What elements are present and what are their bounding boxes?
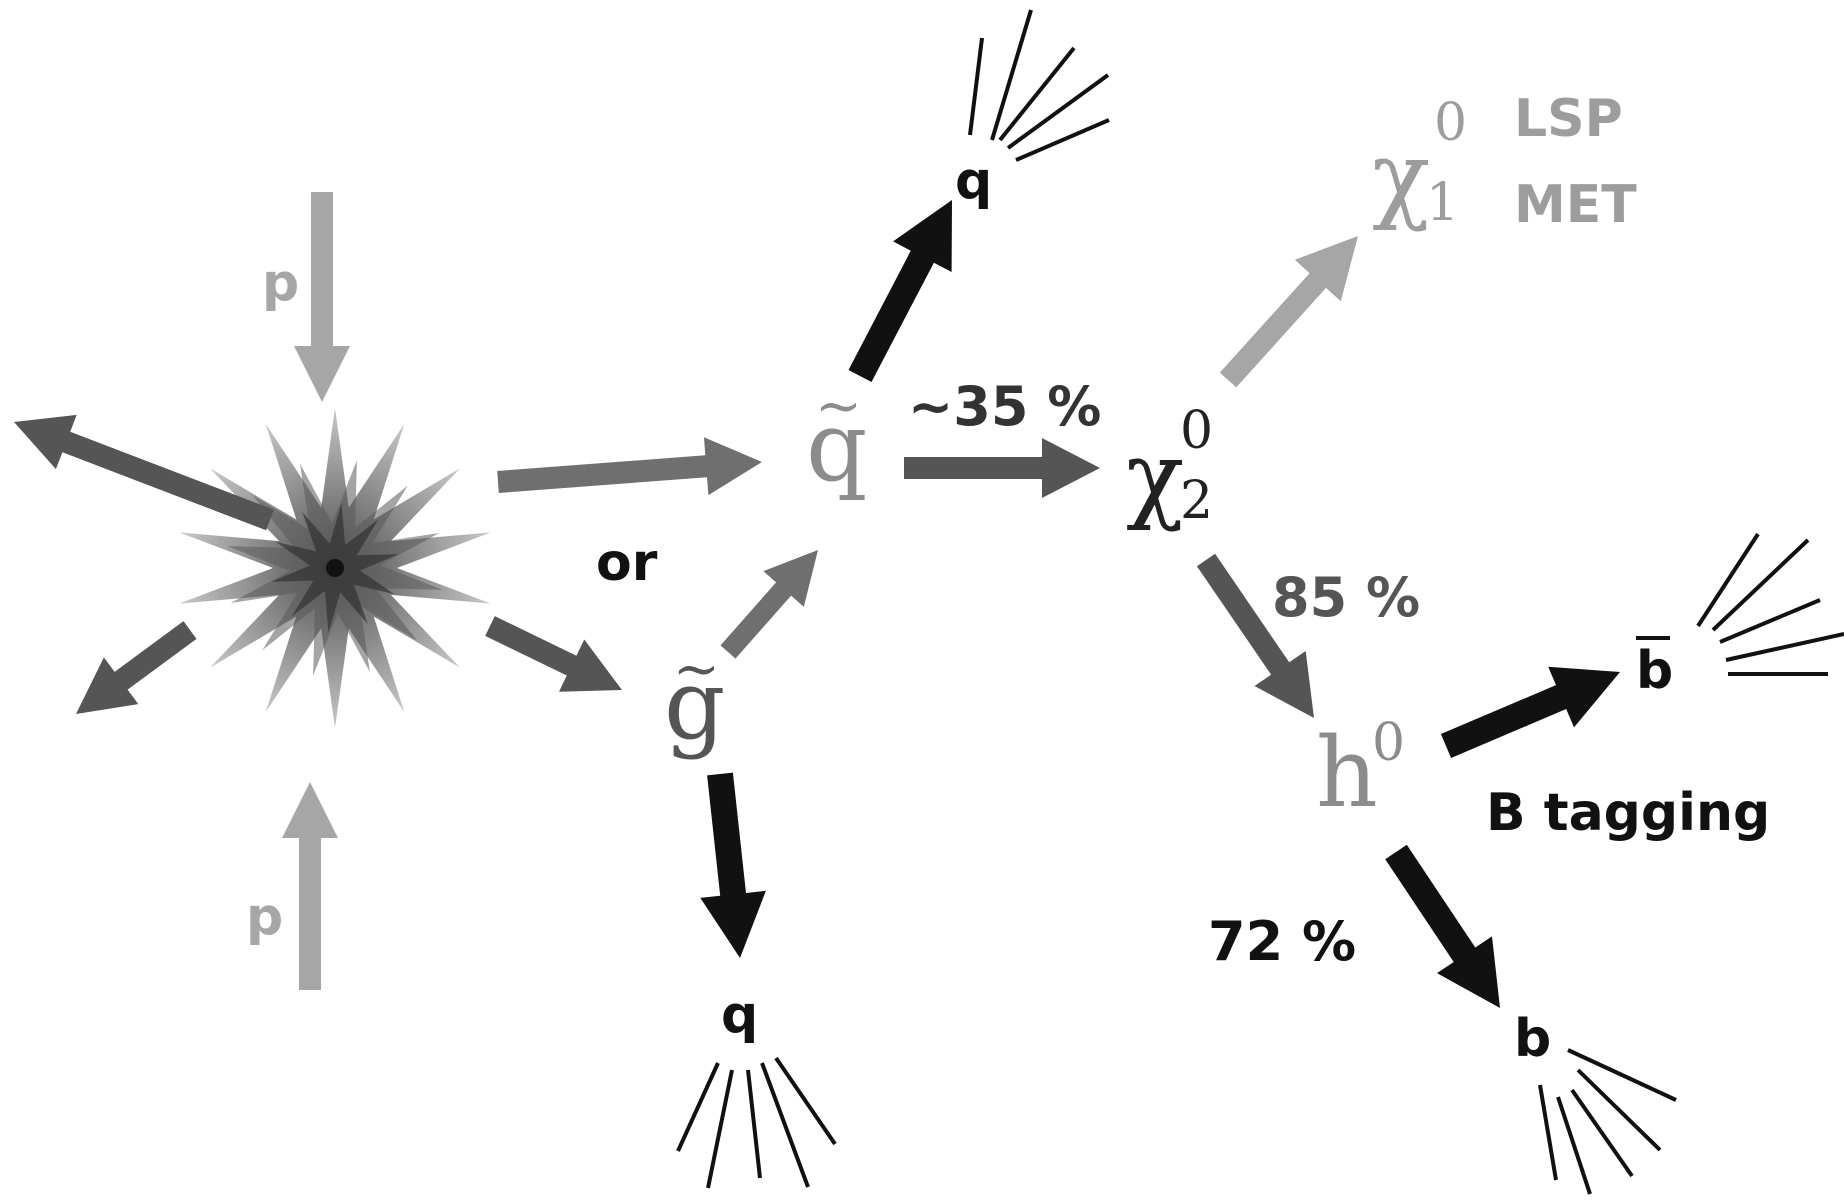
jet-top-quark [968, 9, 1110, 162]
arrow-squark-chi2 [904, 438, 1100, 498]
jet-bbar [1696, 532, 1844, 676]
quark-top-label: q [955, 151, 992, 211]
higgs-sup: 0 [1372, 713, 1405, 773]
neutralino2-sub: 2 [1180, 471, 1213, 531]
arrow-proton-top [294, 192, 350, 402]
arrow-burst-up-left [14, 414, 274, 531]
arrow-higgs-b [1385, 844, 1500, 1008]
jet-b [1538, 1048, 1677, 1195]
jets [676, 9, 1844, 1195]
proton-bottom-label: p [246, 887, 283, 947]
collision-burst [179, 408, 491, 728]
br-bb-label: 72 % [1208, 910, 1356, 973]
arrow-gluino-squark [720, 550, 818, 659]
proton-top-label: p [262, 253, 299, 313]
b-tagging-label: B tagging [1486, 783, 1770, 843]
higgs-symbol: h [1316, 717, 1378, 829]
arrow-chi2-higgs [1196, 553, 1314, 718]
gluino-symbol: g [664, 649, 725, 761]
arrow-squark-quark [848, 200, 952, 382]
bbar-label: b [1636, 641, 1673, 701]
arrow-burst-gluino [485, 616, 622, 692]
squark-tilde: ~ [815, 374, 862, 439]
quark-bottom-label: q [721, 985, 758, 1045]
arrow-burst-down-left [76, 621, 197, 714]
b-label: b [1514, 1009, 1551, 1069]
neutralino1-symbol: χ [1372, 121, 1430, 233]
arrow-proton-bottom [282, 782, 338, 990]
squark-symbol: q [806, 391, 867, 503]
gluino-tilde: ~ [673, 637, 720, 702]
br-higgs-label: 85 % [1272, 566, 1420, 629]
neutralino2-symbol: χ [1126, 421, 1184, 533]
arrows [14, 192, 1620, 1008]
br-squark-label: ~35 % [908, 375, 1101, 438]
neutralino1-sub: 1 [1426, 173, 1459, 233]
or-label: or [596, 533, 658, 593]
arrow-gluino-quark [700, 772, 766, 958]
met-label: MET [1514, 175, 1637, 235]
neutralino1-sup: 0 [1434, 93, 1467, 153]
arrow-burst-squark [497, 437, 762, 496]
labels: p p or q ~ g ~ χ 2 0 χ 1 0 LSP MET ~35 %… [246, 89, 1770, 1069]
arrow-chi2-lsp [1219, 236, 1358, 388]
lsp-label: LSP [1514, 89, 1623, 149]
jet-bottom-quark [676, 1056, 837, 1189]
arrow-higgs-bbar [1440, 666, 1620, 758]
neutralino2-sup: 0 [1180, 401, 1213, 461]
